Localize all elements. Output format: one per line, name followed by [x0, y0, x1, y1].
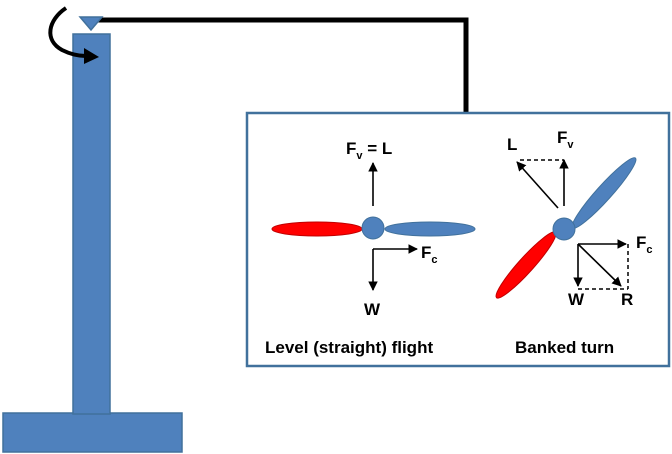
vertical-force-label: Fv	[557, 128, 574, 151]
banked-turn-diagram: L Fv Fc W R Banked turn	[495, 128, 653, 357]
banked-fuselage-body	[552, 217, 576, 241]
resultant-label: R	[621, 290, 633, 309]
level-flight-caption: Level (straight) flight	[265, 338, 433, 357]
right-wing-blue	[384, 221, 476, 237]
tilted-lift-arrow	[516, 161, 559, 209]
banked-centripetal-label: Fc	[636, 233, 653, 256]
left-wing-red	[271, 221, 363, 237]
inset-panel	[245, 111, 671, 368]
stand-base	[2, 412, 183, 453]
weight-label: W	[364, 300, 381, 319]
banked-weight-label: W	[568, 290, 585, 309]
resultant-arrow	[577, 243, 622, 287]
tether-wire	[92, 17, 469, 112]
lift-label: Fv = L	[346, 139, 392, 162]
tilted-lift-label: L	[507, 135, 517, 154]
rotation-arrow-icon	[48, 6, 99, 64]
fuselage-body	[361, 216, 385, 240]
stand-pole	[72, 33, 111, 415]
centripetal-label: Fc	[421, 243, 438, 266]
level-flight-diagram: Fv = L Fc W Level (straight) flight	[265, 139, 476, 357]
pivot-icon	[78, 16, 104, 32]
banked-turn-caption: Banked turn	[515, 338, 614, 357]
